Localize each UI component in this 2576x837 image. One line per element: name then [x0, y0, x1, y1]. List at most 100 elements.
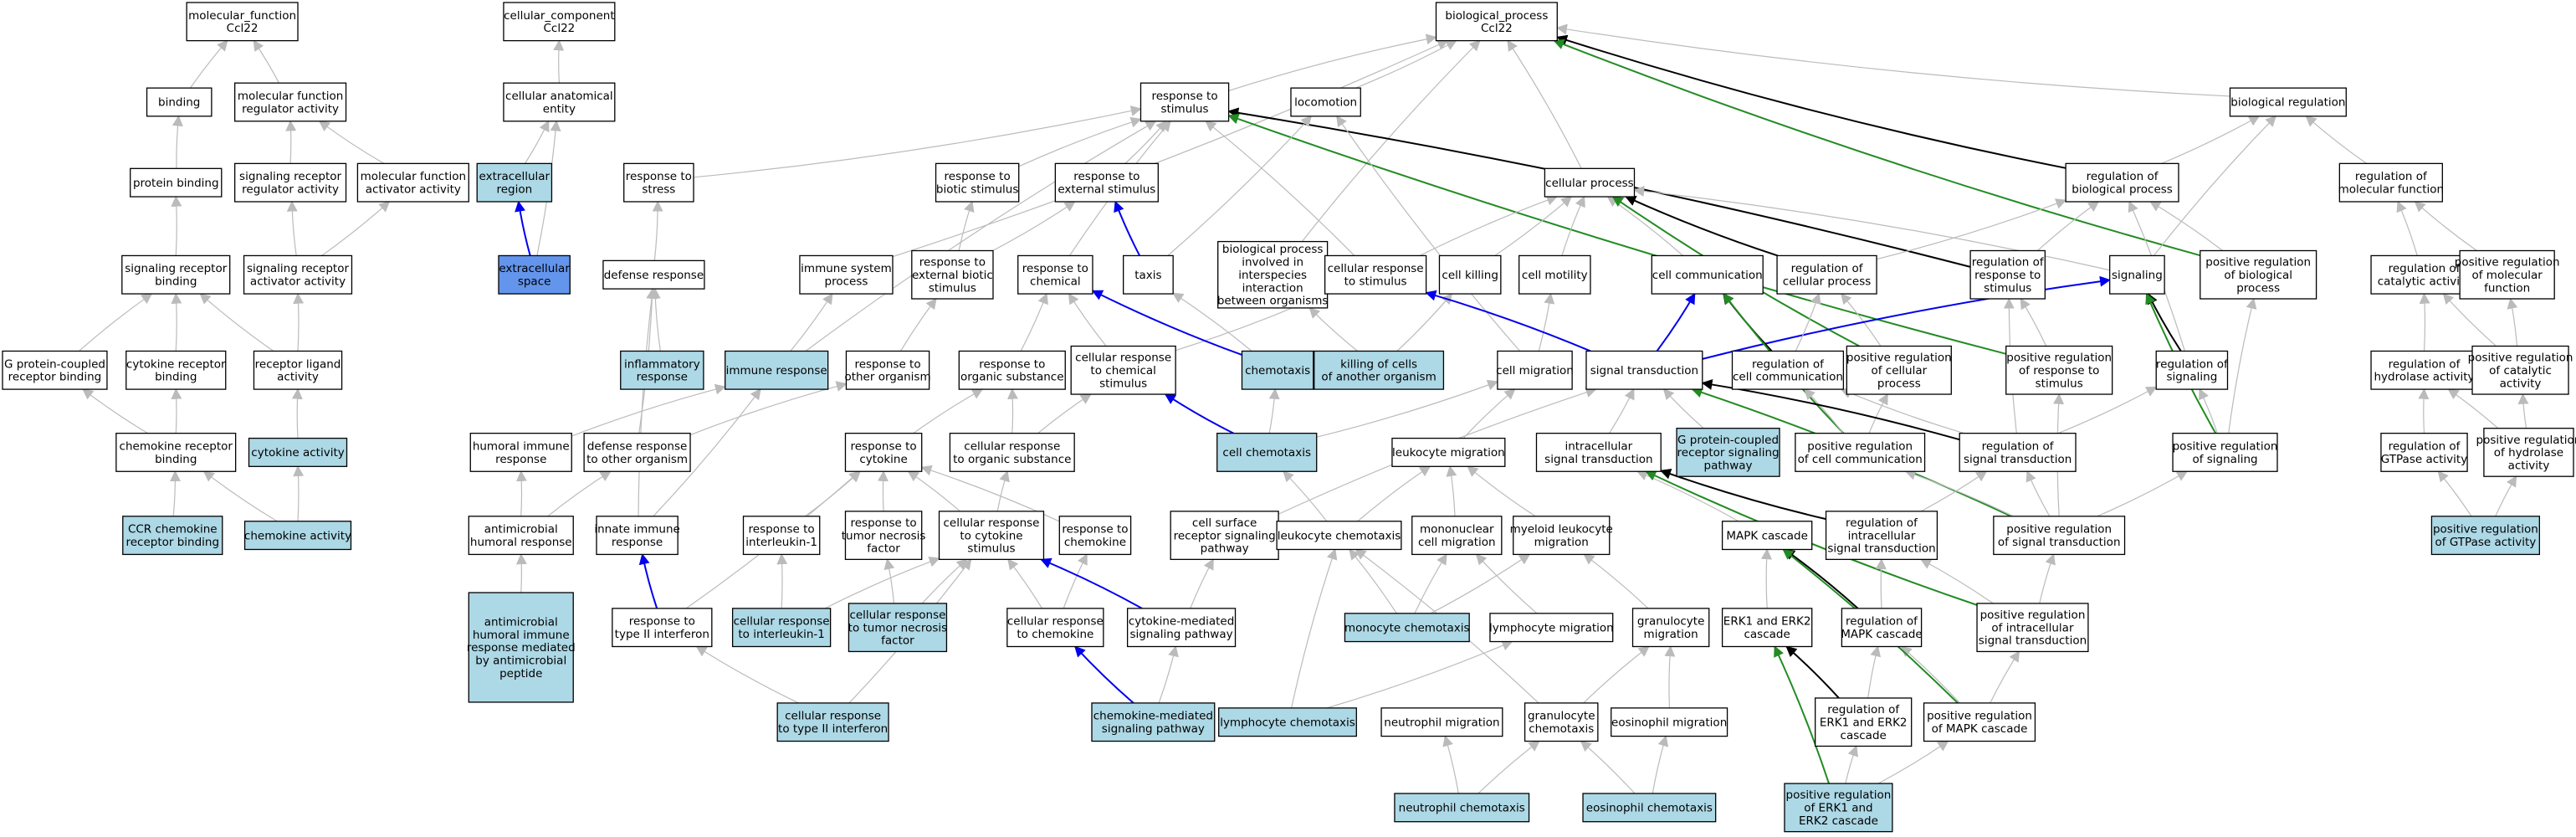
node-label-line: cellular response [849, 608, 945, 622]
node-label-line: cellular response [944, 516, 1040, 530]
edge-resp_ext_biotic-to-resp_ext [992, 201, 1076, 252]
node-box [1394, 793, 1530, 823]
node-label-line: eosinophil migration [1611, 716, 1727, 729]
node-label-line: to cytokine [960, 529, 1022, 542]
node-label-line: entity [543, 102, 576, 116]
node-label-line: molecular function [238, 90, 343, 103]
node-label-line: of signal transduction [1998, 536, 2121, 549]
node-box [935, 162, 1020, 203]
edge-ccr_chemo-to-chemo_rec_bind [170, 470, 182, 516]
edge-pos_reg_signaling-to-reg_signaling [2199, 388, 2218, 434]
node-label-line: lymphocyte chemotaxis [1220, 716, 1355, 729]
node-label-line: receptor binding [125, 536, 219, 549]
edge-ext_region-to-cae [525, 120, 550, 164]
edge-reg_bio-to-bp_root [1556, 34, 2066, 169]
node-box [844, 511, 923, 561]
node-label-line: monocyte chemotaxis [1344, 621, 1470, 634]
node-box [1721, 521, 1813, 551]
go-term-node-cell-proc: cellular process [1544, 167, 1636, 198]
node-label-line: external biotic [912, 269, 993, 282]
edge-leuk_chemo-to-leuk_migr [1357, 465, 1431, 522]
edge-taxis-to-locomotion [1167, 115, 1313, 256]
node-box [1058, 516, 1132, 556]
edge-erk-to-mapk [1761, 548, 1772, 608]
node-label-line: signaling pathway [1130, 628, 1233, 641]
node-label-line: cellular response [1328, 262, 1424, 275]
edge-binding-to-mf_root [189, 39, 228, 89]
node-label-line: positive regulation [1980, 608, 2086, 622]
node-label-line: signal transduction [1964, 453, 2072, 466]
node-label-line: cell migration [1418, 536, 1496, 549]
edge-mono_chemo-to-leuk_chemo [1349, 548, 1397, 614]
edge-imm_resp-to-resp_stim [805, 121, 1157, 352]
edge-cell_chemotaxis-to-cell_resp_chem [1164, 393, 1234, 434]
node-box [2200, 249, 2317, 300]
node-label-line: regulation of [2389, 262, 2461, 275]
node-label-line: catalytic activity [2378, 275, 2471, 289]
edge-pos_reg_erk-to-reg_erk [1845, 745, 1859, 784]
node-label-line: mononuclear [1420, 523, 1494, 537]
node-box [1123, 254, 1174, 295]
edge-mono_migr-to-leuk_migr [1446, 465, 1457, 516]
edge-gpcr_bind-to-sr_bind [79, 293, 153, 352]
node-label-line: hydrolase activity [2374, 371, 2474, 384]
node-label-line: lymphocyte migration [1489, 621, 1614, 634]
node-label-line: innate immune [594, 523, 680, 537]
edge-pos_reg_cell_proc-to-reg_cell_proc [1840, 293, 1882, 347]
node-box [1126, 608, 1237, 648]
node-label-line: G protein-coupled [1677, 434, 1779, 447]
go-term-node-neut-migr: neutrophil migration [1380, 707, 1503, 737]
node-label: protein binding [133, 177, 219, 190]
node-box [1438, 254, 1502, 295]
node-box [2380, 432, 2468, 472]
node-box [938, 511, 1045, 561]
node-box [1411, 516, 1503, 556]
edge-sig_trans-to-signaling [1702, 275, 2111, 360]
edge-cell_resp_cyt-to-resp_cyt [907, 470, 961, 512]
node-box [1544, 167, 1636, 198]
node-box [1489, 613, 1614, 643]
node-label-line: eosinophil chemotaxis [1586, 802, 1713, 815]
node-label-line: ERK2 cascade [1799, 814, 1878, 828]
node-label-line: cell migration [1496, 364, 1574, 377]
node-label-line: regulation of [2389, 357, 2461, 371]
node-label-line: of cell communication [1798, 453, 1923, 466]
go-term-node-leuk-migr: leukocyte migration [1391, 437, 1506, 467]
node-label-line: cytokine activity [251, 446, 344, 460]
node-label-line: process [1877, 377, 1921, 390]
node-label-line: response [495, 453, 546, 466]
node-label-line: immune response [726, 364, 827, 377]
node-label: monocyte chemotaxis [1344, 621, 1470, 634]
node-label-line: molecular_function [188, 9, 296, 23]
node-label-line: to type II interferon [778, 722, 888, 736]
